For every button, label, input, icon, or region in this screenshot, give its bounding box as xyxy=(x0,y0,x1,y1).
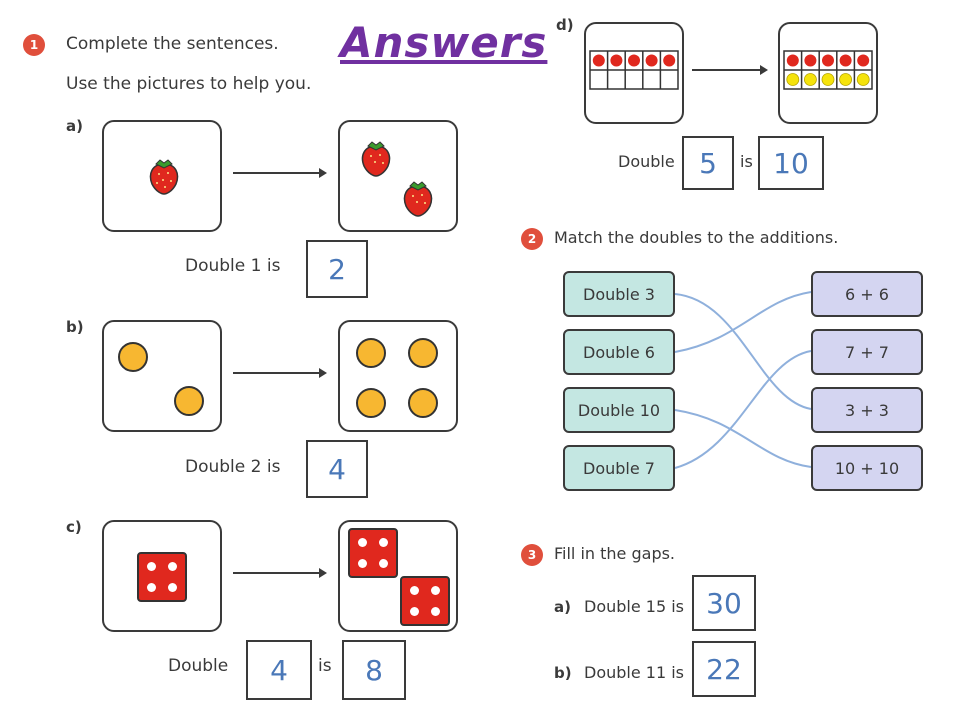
q3-instruction: Fill in the gaps. xyxy=(554,544,676,563)
q1c-label: c) xyxy=(66,518,82,536)
q1c-word-is: is xyxy=(318,656,332,676)
q1c-first-answer-box[interactable]: 4 xyxy=(246,640,312,700)
q1b-arrow xyxy=(233,368,327,378)
strawberry-icon xyxy=(361,141,391,177)
counter-icon xyxy=(408,388,438,418)
die-icon xyxy=(137,552,187,602)
counter-icon xyxy=(356,388,386,418)
q3a-label: a) xyxy=(554,598,571,616)
addition-6-6-card[interactable]: 6 + 6 xyxy=(811,271,923,317)
q1b-left-frame xyxy=(102,320,222,432)
q1a-label: a) xyxy=(66,117,83,135)
q3b-answer-box[interactable]: 22 xyxy=(692,641,756,697)
double-6-card[interactable]: Double 6 xyxy=(563,329,675,375)
q1d-word-is: is xyxy=(740,152,753,171)
q1d-answer-box[interactable]: 10 xyxy=(758,136,824,190)
q1a-right-frame xyxy=(338,120,458,232)
question-2-number: 2 xyxy=(521,228,543,250)
double-10-card[interactable]: Double 10 xyxy=(563,387,675,433)
counter-icon xyxy=(408,338,438,368)
q1-hint: Use the pictures to help you. xyxy=(66,74,312,94)
q1d-left-frame xyxy=(584,22,684,124)
ten-frame-icon xyxy=(589,50,679,90)
addition-3-3-card[interactable]: 3 + 3 xyxy=(811,387,923,433)
die-icon xyxy=(348,528,398,578)
q1a-left-frame xyxy=(102,120,222,232)
q1d-word-double: Double xyxy=(618,152,675,171)
q1c-answer-box[interactable]: 8 xyxy=(342,640,406,700)
q1b-answer-box[interactable]: 4 xyxy=(306,440,368,498)
q1d-label: d) xyxy=(556,16,574,34)
question-1-number: 1 xyxy=(23,34,45,56)
die-icon xyxy=(400,576,450,626)
q1c-arrow xyxy=(233,568,327,578)
q1c-right-frame xyxy=(338,520,458,632)
match-line xyxy=(674,291,812,353)
q1a-answer-box[interactable]: 2 xyxy=(306,240,368,298)
addition-10-10-card[interactable]: 10 + 10 xyxy=(811,445,923,491)
strawberry-icon xyxy=(149,159,179,195)
match-line xyxy=(674,350,812,469)
q1c-word-double: Double xyxy=(168,656,229,676)
q1a-sentence: Double 1 is xyxy=(185,256,281,276)
q1d-first-answer-box[interactable]: 5 xyxy=(682,136,734,190)
counter-icon xyxy=(174,386,204,416)
q1a-arrow xyxy=(233,168,327,178)
addition-7-7-card[interactable]: 7 + 7 xyxy=(811,329,923,375)
q1b-label: b) xyxy=(66,318,84,336)
ten-frame-icon xyxy=(783,50,873,90)
q1-instruction: Complete the sentences. xyxy=(66,34,279,54)
q2-instruction: Match the doubles to the additions. xyxy=(554,228,839,247)
question-3-number: 3 xyxy=(521,544,543,566)
q3b-sentence: Double 11 is xyxy=(584,663,685,682)
double-7-card[interactable]: Double 7 xyxy=(563,445,675,491)
q1d-right-frame xyxy=(778,22,878,124)
counter-icon xyxy=(356,338,386,368)
match-line xyxy=(674,293,812,410)
match-line xyxy=(674,409,812,468)
q3a-answer-box[interactable]: 30 xyxy=(692,575,756,631)
counter-icon xyxy=(118,342,148,372)
q1b-sentence: Double 2 is xyxy=(185,457,281,477)
answers-title: Answers xyxy=(340,18,548,67)
q1c-left-frame xyxy=(102,520,222,632)
q3a-sentence: Double 15 is xyxy=(584,597,685,616)
q3b-label: b) xyxy=(554,664,572,682)
q1d-arrow xyxy=(692,65,768,75)
strawberry-icon xyxy=(403,181,433,217)
q1b-right-frame xyxy=(338,320,458,432)
double-3-card[interactable]: Double 3 xyxy=(563,271,675,317)
